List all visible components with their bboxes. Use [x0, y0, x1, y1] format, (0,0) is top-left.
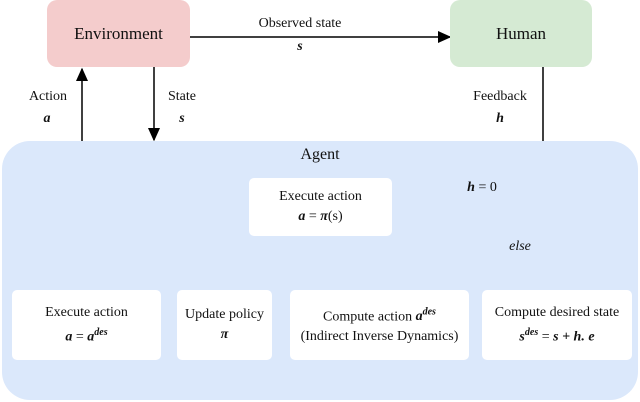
compute-action-title: Compute action ades — [323, 306, 436, 325]
compute-state-title: Compute desired state — [494, 304, 620, 320]
desired-state-equation: sdes = s + h. e — [519, 326, 595, 345]
compute-action-subtitle: (Indirect Inverse Dynamics) — [300, 329, 459, 345]
feedback-label: Feedback — [473, 89, 527, 104]
agent-label: Agent — [300, 146, 340, 163]
execute-policy-title: Execute action — [279, 189, 362, 204]
observed-state-symbol: s — [297, 39, 303, 54]
environment-node: Environment — [47, 0, 190, 67]
execute-desired-action-box: Execute action a = ades — [12, 290, 161, 360]
human-label: Human — [495, 23, 547, 43]
compute-desired-state-box: Compute desired state sdes = s + h. e — [482, 290, 632, 360]
else-label: else — [509, 239, 531, 254]
update-policy-box: Update policy π — [177, 290, 272, 360]
policy-action-equation: a = π(s) — [298, 209, 343, 224]
observed-state-label: Observed state — [258, 16, 342, 31]
desired-action-equation: a = ades — [65, 326, 108, 345]
update-policy-title: Update policy — [185, 307, 264, 322]
state-symbol: s — [179, 111, 185, 126]
feedback-symbol: h — [496, 111, 504, 126]
compute-action-box: Compute action ades (Indirect Inverse Dy… — [290, 290, 469, 360]
environment-label: Environment — [74, 23, 163, 43]
h-zero-condition: h = 0 — [467, 180, 497, 195]
policy-symbol: π — [220, 327, 229, 342]
action-label: Action — [28, 89, 68, 104]
execute-desired-title: Execute action — [45, 304, 128, 320]
state-label: State — [168, 89, 196, 104]
human-node: Human — [450, 0, 592, 67]
action-symbol: a — [43, 111, 51, 126]
execute-policy-action-box: Execute action a = π(s) — [249, 178, 392, 236]
